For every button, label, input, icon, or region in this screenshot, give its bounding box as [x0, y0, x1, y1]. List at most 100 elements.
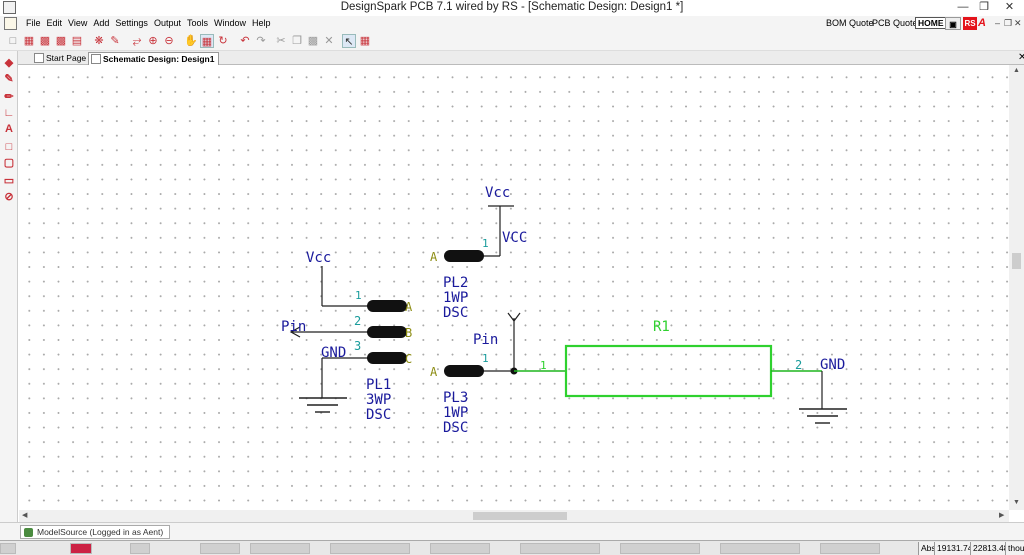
zoom-out-icon[interactable]: ⊖ — [164, 35, 174, 47]
pl1-vcc-label: Vcc — [306, 250, 331, 266]
scroll-up-icon[interactable]: ▲ — [1013, 67, 1020, 74]
undo-icon[interactable]: ↶ — [240, 35, 250, 47]
pan-icon[interactable]: ✋ — [184, 35, 198, 47]
taskbar-item[interactable] — [250, 543, 310, 554]
arc-tool-icon[interactable]: ▭ — [3, 175, 15, 187]
zoom-in-icon[interactable]: ⊕ — [148, 35, 158, 47]
select-icon[interactable]: ↖ — [342, 34, 356, 48]
component-pl1[interactable]: Vcc Pin GND 1 2 3 A B C PL1 3WP DSC — [281, 250, 413, 423]
left-toolstrip: ◆ ✎ ✏ ∟ A □ ▢ ▭ ⊘ — [0, 51, 18, 543]
diamond-tool-icon[interactable]: ◆ — [4, 57, 14, 69]
document-icon[interactable] — [4, 17, 17, 30]
allied-logo-icon[interactable]: A — [978, 17, 986, 29]
schematic-canvas[interactable]: Vcc VCC 1 A PL2 1WP DSC Vcc Pin GND 1 — [19, 65, 1009, 510]
horizontal-scrollbar[interactable]: ◀ ▶ — [19, 510, 1009, 522]
taskbar-item[interactable] — [720, 543, 800, 554]
cut-icon[interactable]: ✂ — [276, 35, 286, 47]
print-icon[interactable]: ▤ — [71, 35, 83, 47]
modelsource-tab[interactable]: ModelSource (Logged in as Aent) — [20, 525, 171, 539]
components-icon[interactable]: ❋ — [94, 35, 104, 47]
save-icon[interactable]: ▩ — [39, 35, 51, 47]
pl3-pin1-number: 1 — [482, 352, 489, 365]
r1-pin1-number: 1 — [540, 359, 547, 372]
vertical-scrollbar[interactable]: ▲ ▼ — [1009, 65, 1024, 510]
menu-tools[interactable]: Tools — [186, 18, 208, 28]
component-r1[interactable]: R1 1 2 GND — [540, 319, 847, 424]
maximize-button[interactable]: ❐ — [979, 1, 989, 13]
tab-start-page-label: Start Page — [46, 53, 87, 63]
horizontal-scroll-thumb[interactable] — [473, 512, 567, 520]
component-pl2[interactable]: Vcc VCC 1 A PL2 1WP DSC — [430, 185, 527, 321]
refresh-icon[interactable]: ↻ — [218, 35, 228, 47]
taskbar-item[interactable] — [430, 543, 490, 554]
pcb-quote-link[interactable]: PCB Quote — [872, 18, 918, 28]
menu-output[interactable]: Output — [153, 18, 181, 28]
pl1-pin-b-label: B — [405, 326, 412, 340]
rs-online-icon[interactable]: ▣ — [945, 17, 961, 30]
taskbar-item[interactable] — [520, 543, 600, 554]
menu-add[interactable]: Add — [93, 18, 110, 28]
taskbar-item[interactable] — [0, 543, 16, 554]
doc-close-button[interactable]: ✕ — [1014, 18, 1022, 28]
taskbar-item[interactable] — [200, 543, 240, 554]
modelsource-icon — [24, 528, 33, 537]
minimize-button[interactable]: — — [957, 1, 969, 13]
menu-help[interactable]: Help — [252, 18, 271, 28]
taskbar-item[interactable] — [620, 543, 700, 554]
tab-start-page[interactable]: Start Page — [32, 52, 90, 65]
pencil-tool-icon[interactable]: ✎ — [4, 73, 14, 85]
pl1-pin2-number: 2 — [354, 314, 361, 328]
menu-items: File Edit View Add Settings Output Tools… — [23, 18, 274, 28]
pl1-gnd-label: GND — [321, 345, 346, 361]
tab-schematic-design[interactable]: Schematic Design: Design1 — [88, 52, 220, 65]
line-tool-icon[interactable]: ∟ — [3, 107, 15, 119]
pl3-value: 1WP — [443, 405, 468, 421]
taskbar-item[interactable] — [130, 543, 150, 554]
zoom-extents-icon[interactable]: ⥂ — [132, 35, 142, 47]
coordinate-mode: Abs — [918, 542, 938, 555]
doc-minimize-button[interactable]: – — [995, 18, 1001, 28]
menu-edit[interactable]: Edit — [46, 18, 63, 28]
delete-icon[interactable]: ✕ — [324, 35, 334, 47]
menu-window[interactable]: Window — [213, 18, 246, 28]
menu-view[interactable]: View — [68, 18, 88, 28]
component-pl3[interactable]: Pin 1 A PL3 1WP DSC — [430, 312, 566, 436]
menu-file[interactable]: File — [26, 18, 41, 28]
save-all-icon[interactable]: ▩ — [55, 35, 67, 47]
text-tool-icon[interactable]: A — [5, 123, 13, 135]
vertical-scroll-thumb[interactable] — [1012, 253, 1021, 269]
close-button[interactable]: ✕ — [1004, 1, 1015, 13]
grid-icon[interactable]: ▦ — [200, 34, 214, 48]
paste-icon[interactable]: ▩ — [307, 35, 319, 47]
redo-icon[interactable]: ↷ — [256, 35, 266, 47]
copy-icon[interactable]: ❐ — [292, 35, 302, 47]
open-icon[interactable]: ▦ — [23, 35, 35, 47]
scroll-right-icon[interactable]: ▶ — [999, 512, 1005, 519]
rs-logo[interactable]: RS — [963, 17, 977, 30]
shape-tool-icon[interactable]: ▢ — [3, 157, 15, 169]
rect-tool-icon[interactable]: □ — [5, 141, 13, 153]
pl3-pin-net-label: Pin — [473, 332, 498, 348]
doc-restore-button[interactable]: ❐ — [1004, 18, 1013, 28]
pl2-vcc-label: Vcc — [485, 185, 510, 201]
wire-tool-icon[interactable]: ✏ — [4, 91, 14, 103]
units: thou — [1005, 542, 1024, 555]
scroll-down-icon[interactable]: ▼ — [1013, 499, 1020, 506]
pl3-package: DSC — [443, 420, 468, 436]
app-icon[interactable] — [3, 1, 16, 14]
r1-ref: R1 — [653, 319, 670, 335]
pl3-ref: PL3 — [443, 390, 468, 406]
schematic-drawing: Vcc VCC 1 A PL2 1WP DSC Vcc Pin GND 1 — [281, 185, 847, 436]
home-button[interactable]: HOME — [915, 17, 947, 29]
taskbar-item[interactable] — [70, 543, 92, 554]
tab-close-icon[interactable]: ✕ — [1018, 52, 1024, 63]
scroll-left-icon[interactable]: ◀ — [22, 512, 28, 519]
menu-settings[interactable]: Settings — [115, 18, 148, 28]
taskbar-item[interactable] — [820, 543, 880, 554]
bom-quote-link[interactable]: BOM Quote — [826, 18, 874, 28]
taskbar-item[interactable] — [330, 543, 410, 554]
info-icon[interactable]: ▦ — [359, 35, 371, 47]
properties-icon[interactable]: ✎ — [110, 35, 120, 47]
new-file-icon[interactable]: □ — [9, 35, 17, 47]
circle-tool-icon[interactable]: ⊘ — [4, 191, 14, 203]
